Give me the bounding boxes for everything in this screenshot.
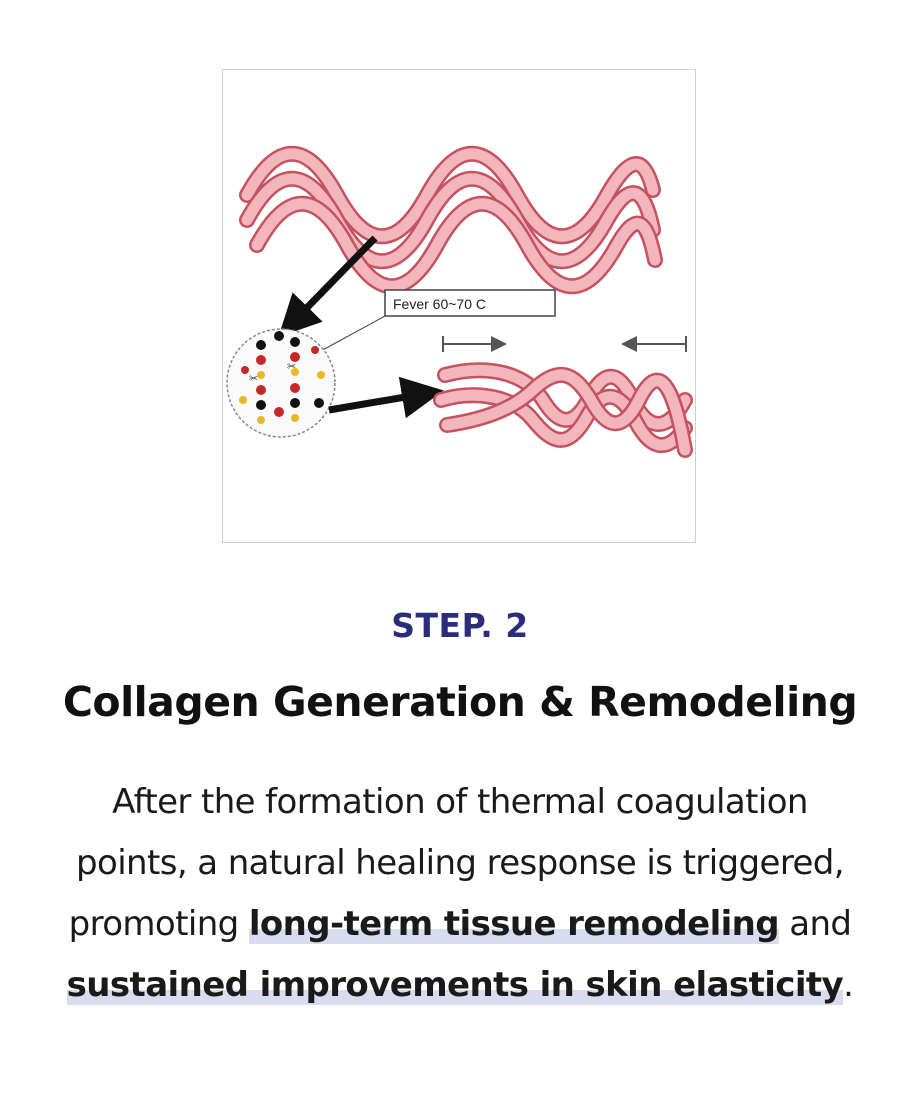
arrow-to-magnifier	[278, 235, 378, 338]
svg-text:✂: ✂	[287, 360, 296, 373]
intact-collagen-helix	[239, 145, 663, 295]
section-title: Collagen Generation & Remodeling	[62, 678, 858, 726]
highlight-tissue-remodeling: long-term tissue remodeling	[248, 904, 780, 944]
description-paragraph: After the formation of thermal coagulati…	[60, 772, 860, 1016]
arrow-to-contracted-helix	[328, 376, 444, 419]
description-text-1: After the formation of thermal coagulati…	[68, 782, 845, 944]
description-text-2: and	[779, 904, 852, 944]
contracted-collagen-helix	[433, 362, 693, 458]
description-text-3: .	[843, 965, 854, 1005]
highlight-skin-elasticity: sustained improvements in skin elasticit…	[66, 965, 844, 1005]
step-label: STEP. 2	[391, 606, 529, 645]
contraction-arrows	[442, 336, 687, 352]
callout-box	[384, 289, 556, 317]
collagen-diagram: Fever 60~70 C ✂ ✂	[222, 69, 696, 543]
collagen-diagram-svg: Fever 60~70 C ✂ ✂	[226, 145, 693, 458]
callout-leader	[318, 315, 386, 353]
svg-text:✂: ✂	[249, 372, 258, 385]
magnifier-circle: ✂ ✂	[226, 328, 336, 438]
callout-label: Fever 60~70 C	[393, 296, 486, 312]
